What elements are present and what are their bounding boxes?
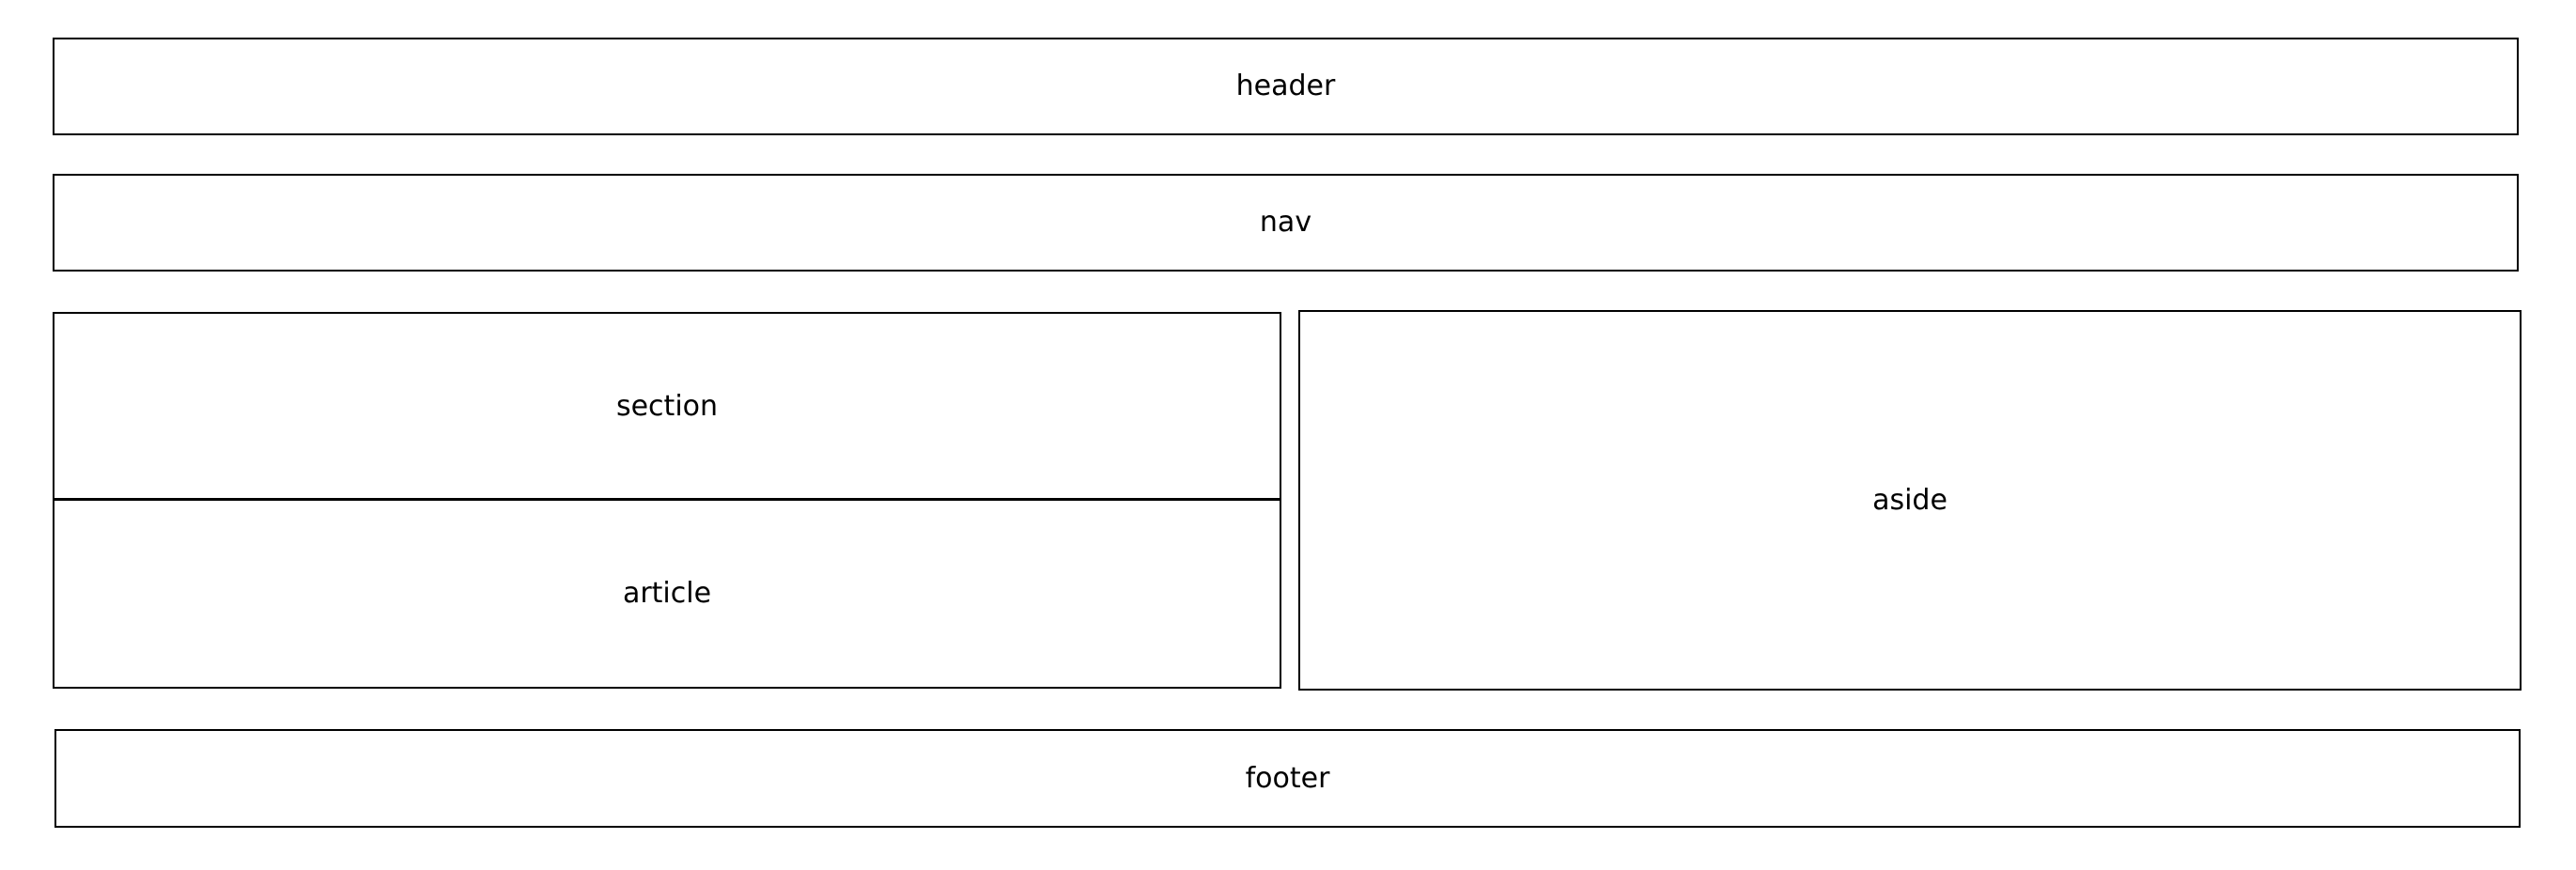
section-label: section — [615, 390, 719, 423]
header-label: header — [1235, 70, 1336, 102]
footer-box: footer — [54, 729, 2521, 828]
article-label: article — [622, 577, 712, 610]
nav-label: nav — [1259, 206, 1312, 239]
aside-label: aside — [1872, 483, 1948, 517]
nav-box: nav — [53, 174, 2519, 272]
footer-label: footer — [1245, 761, 1330, 795]
section-box: section — [53, 312, 1281, 502]
article-box: article — [53, 498, 1281, 689]
header-box: header — [53, 38, 2519, 135]
aside-box: aside — [1298, 310, 2522, 691]
